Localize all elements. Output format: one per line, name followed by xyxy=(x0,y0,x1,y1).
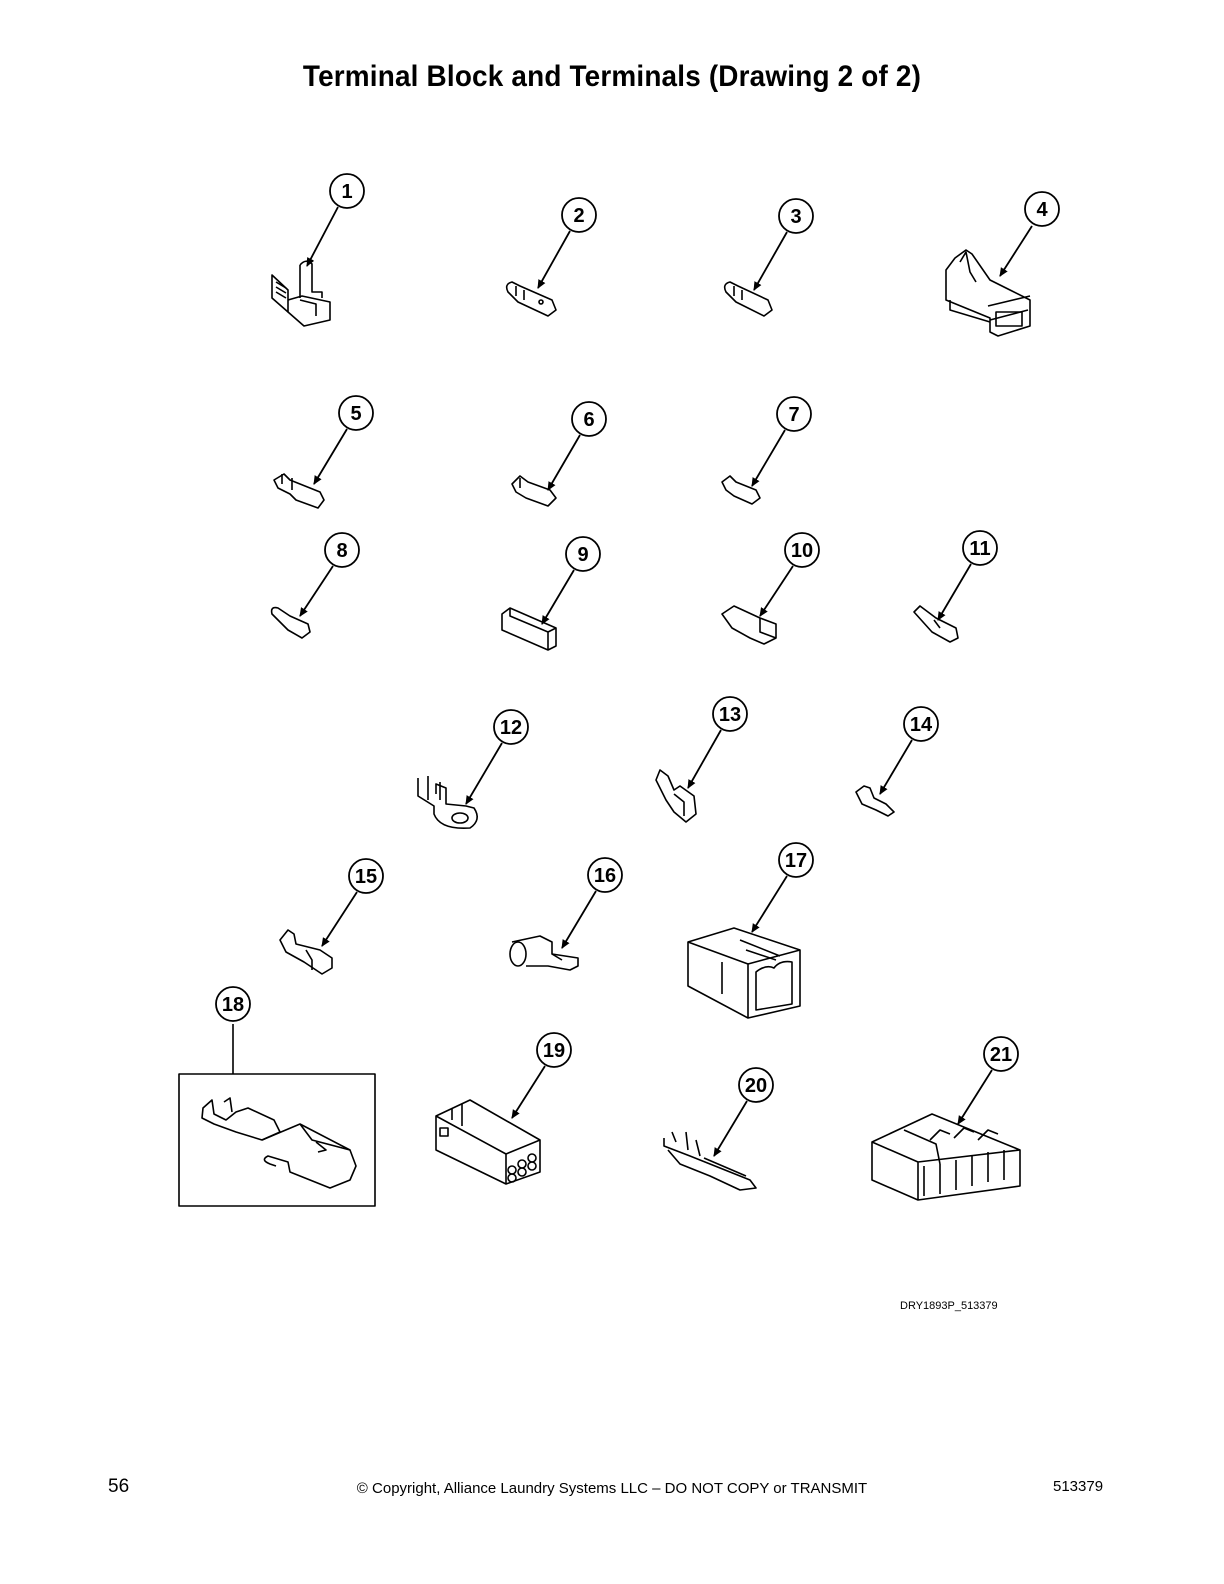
part-8-female-terminal xyxy=(270,606,311,639)
part-15-crimp-terminal xyxy=(279,929,333,975)
callout-13: 13 xyxy=(719,704,741,726)
callout-7: 7 xyxy=(788,404,799,426)
part-4-connector-housing xyxy=(945,249,1031,337)
part-6-flag-terminal xyxy=(511,475,557,507)
copyright-notice: © Copyright, Alliance Laundry Systems LL… xyxy=(0,1480,1224,1497)
copyright-text: © Copyright, Alliance Laundry Systems LL… xyxy=(356,1480,868,1497)
callout-10: 10 xyxy=(791,540,813,562)
part-10-insulated-terminal xyxy=(721,605,777,645)
callout-15: 15 xyxy=(355,866,377,888)
part-3-female-terminal xyxy=(723,281,773,317)
part-14-crimp-terminal xyxy=(855,785,895,817)
part-20-pin-terminal xyxy=(663,1131,757,1191)
callouts xyxy=(215,173,1060,1103)
callout-2: 2 xyxy=(573,205,584,227)
part-16-flag-insulated-terminal xyxy=(509,935,579,971)
part-13-crimp-terminal xyxy=(655,769,697,823)
callout-6: 6 xyxy=(583,409,594,431)
part-9-terminal-insulator xyxy=(501,607,557,651)
part-18-terminal-kit xyxy=(178,1024,376,1207)
callout-16: 16 xyxy=(594,865,616,887)
part-21-connector-housing-10-pin xyxy=(871,1113,1021,1201)
callout-9: 9 xyxy=(577,544,588,566)
leader-lines xyxy=(299,206,1033,1157)
callout-5: 5 xyxy=(350,403,361,425)
callout-4: 4 xyxy=(1036,199,1048,221)
part-19-connector-housing-6-pin xyxy=(435,1099,541,1185)
callout-21: 21 xyxy=(990,1044,1012,1066)
part-11-female-terminal xyxy=(913,605,959,643)
callout-labels: 1 2 3 4 5 6 7 8 9 10 11 12 13 14 15 16 1… xyxy=(222,181,1049,1097)
callout-18: 18 xyxy=(222,994,244,1016)
callout-8: 8 xyxy=(336,540,347,562)
part-1-terminal-block-clip xyxy=(271,260,331,327)
callout-20: 20 xyxy=(745,1075,767,1097)
callout-1: 1 xyxy=(341,181,352,203)
part-2-female-terminal xyxy=(505,281,557,317)
page-title: Terminal Block and Terminals (Drawing 2 … xyxy=(302,60,922,93)
callout-3: 3 xyxy=(790,206,801,228)
part-7-flag-terminal xyxy=(721,475,761,505)
callout-19: 19 xyxy=(543,1040,565,1062)
page-number: 56 xyxy=(108,1476,130,1497)
part-12-ring-terminal xyxy=(417,776,478,830)
callout-12: 12 xyxy=(500,717,522,739)
callout-14: 14 xyxy=(910,714,933,736)
drawing-reference: DRY1893P_513379 xyxy=(900,1300,998,1312)
callout-17: 17 xyxy=(785,850,807,872)
document-number: 513379 xyxy=(1053,1478,1104,1495)
callout-11: 11 xyxy=(969,538,990,560)
part-17-connector-housing-2-pin xyxy=(687,927,801,1019)
part-5-flag-terminal xyxy=(273,473,325,509)
